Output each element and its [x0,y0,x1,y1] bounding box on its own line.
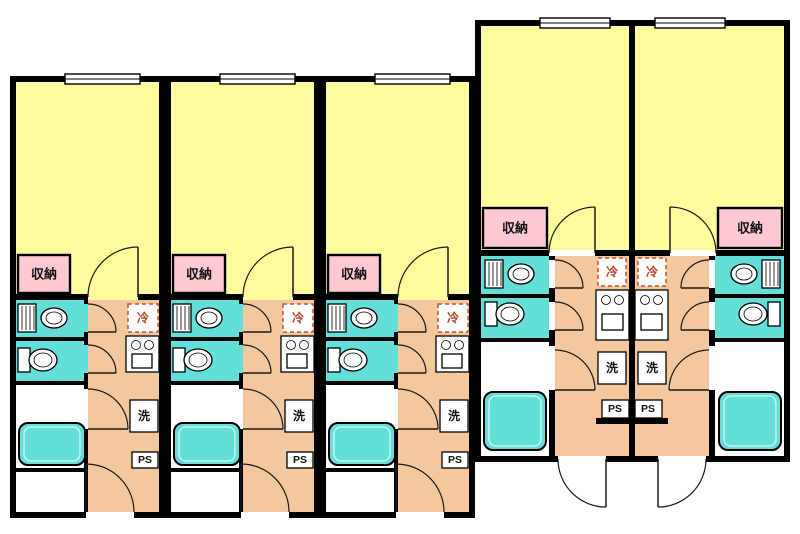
wall-toilet-bath [481,338,549,342]
bathtub [718,391,782,451]
unit-4: 収納 冷 洗 PS [481,26,630,508]
burner-left [640,295,650,305]
closet-box [481,206,549,250]
wall-vanity-toilet [715,294,784,298]
vanity-door-arc [680,259,710,289]
wall-under-room-right [716,250,784,256]
burner-left [601,295,611,305]
unit-1 [8,72,167,520]
washer-label: 洗 [646,360,658,375]
vanity-mirror-stripes [765,262,779,286]
burner-right [653,295,663,305]
sink-basin [730,263,758,285]
bath-door-arc [668,349,710,391]
vanity-mirror-stripes [488,262,502,286]
toilet-bowl [495,302,525,326]
pipe-space-label: PS [608,403,622,415]
wall-bottom-seg3 [706,456,790,462]
wall-corridor-seg1 [549,256,555,260]
wall-top-seg1 [475,20,540,26]
wall-corridor-seg4 [709,390,715,456]
sink-basin [507,263,535,285]
bath-door-arc [554,349,596,391]
kitchen-sink [601,313,624,331]
wall-center-divider [629,20,635,462]
wall-under-ps [596,418,629,424]
unit-5: 収納 冷 洗 PS [634,26,784,508]
closet-label: 収納 [737,221,763,236]
fridge-label: 冷 [646,264,658,279]
sink-basin-inner [512,267,530,281]
toilet-bowl-inner [500,306,520,322]
washer-box [597,351,627,385]
kitchen-sink [640,313,663,331]
pipe-space-label: PS [641,403,655,415]
fridge-box [637,257,667,287]
toilet-bowl-inner [743,306,763,322]
fridge-box [597,257,627,287]
wall-bottom-seg1 [475,456,558,462]
vanity-mirror [484,259,504,289]
toilet-door-arc [680,301,710,331]
unit-2 [163,72,322,520]
entrance-door-arc [657,458,707,508]
sink-basin-inner [735,267,753,281]
room-door-arc [548,206,596,254]
unit-3 [318,72,477,520]
wall-corridor-seg2 [709,288,715,302]
wall-corridor-seg2 [549,288,555,302]
entrance-door-arc [557,458,607,508]
wall-under-room-left [635,250,670,256]
bathtub [483,391,547,451]
wall-under-ps [635,418,668,424]
wall-toilet-bath [715,338,784,342]
vanity-door-arc [554,259,584,289]
wall-corridor-seg3 [549,330,555,346]
wall-corridor-seg4 [549,390,555,456]
toilet-bowl [738,302,768,326]
vanity-mirror [761,259,781,289]
room-door-arc [669,206,717,254]
wall-corridor-seg3 [709,330,715,346]
bathtub-inner [723,395,777,447]
washer-box [637,351,667,385]
wall-vanity-toilet [481,294,549,298]
closet-label: 収納 [502,221,528,236]
toilet-door-arc [554,301,584,331]
right-block-walls [475,17,790,462]
wall-under-room-left [481,250,549,256]
washer-label: 洗 [606,360,618,375]
toilet-tank [484,301,498,327]
burner-right [614,295,624,305]
closet-box [716,206,784,250]
bathtub-inner [488,395,542,447]
wall-under-room-right [595,250,629,256]
wall-bottom-seg2 [606,456,658,462]
wall-right [784,20,790,462]
wall-top-seg3 [725,20,790,26]
fridge-label: 冷 [606,264,618,279]
wall-corridor-seg1 [709,256,715,260]
toilet-tank [767,301,781,327]
wall-left [475,20,481,462]
